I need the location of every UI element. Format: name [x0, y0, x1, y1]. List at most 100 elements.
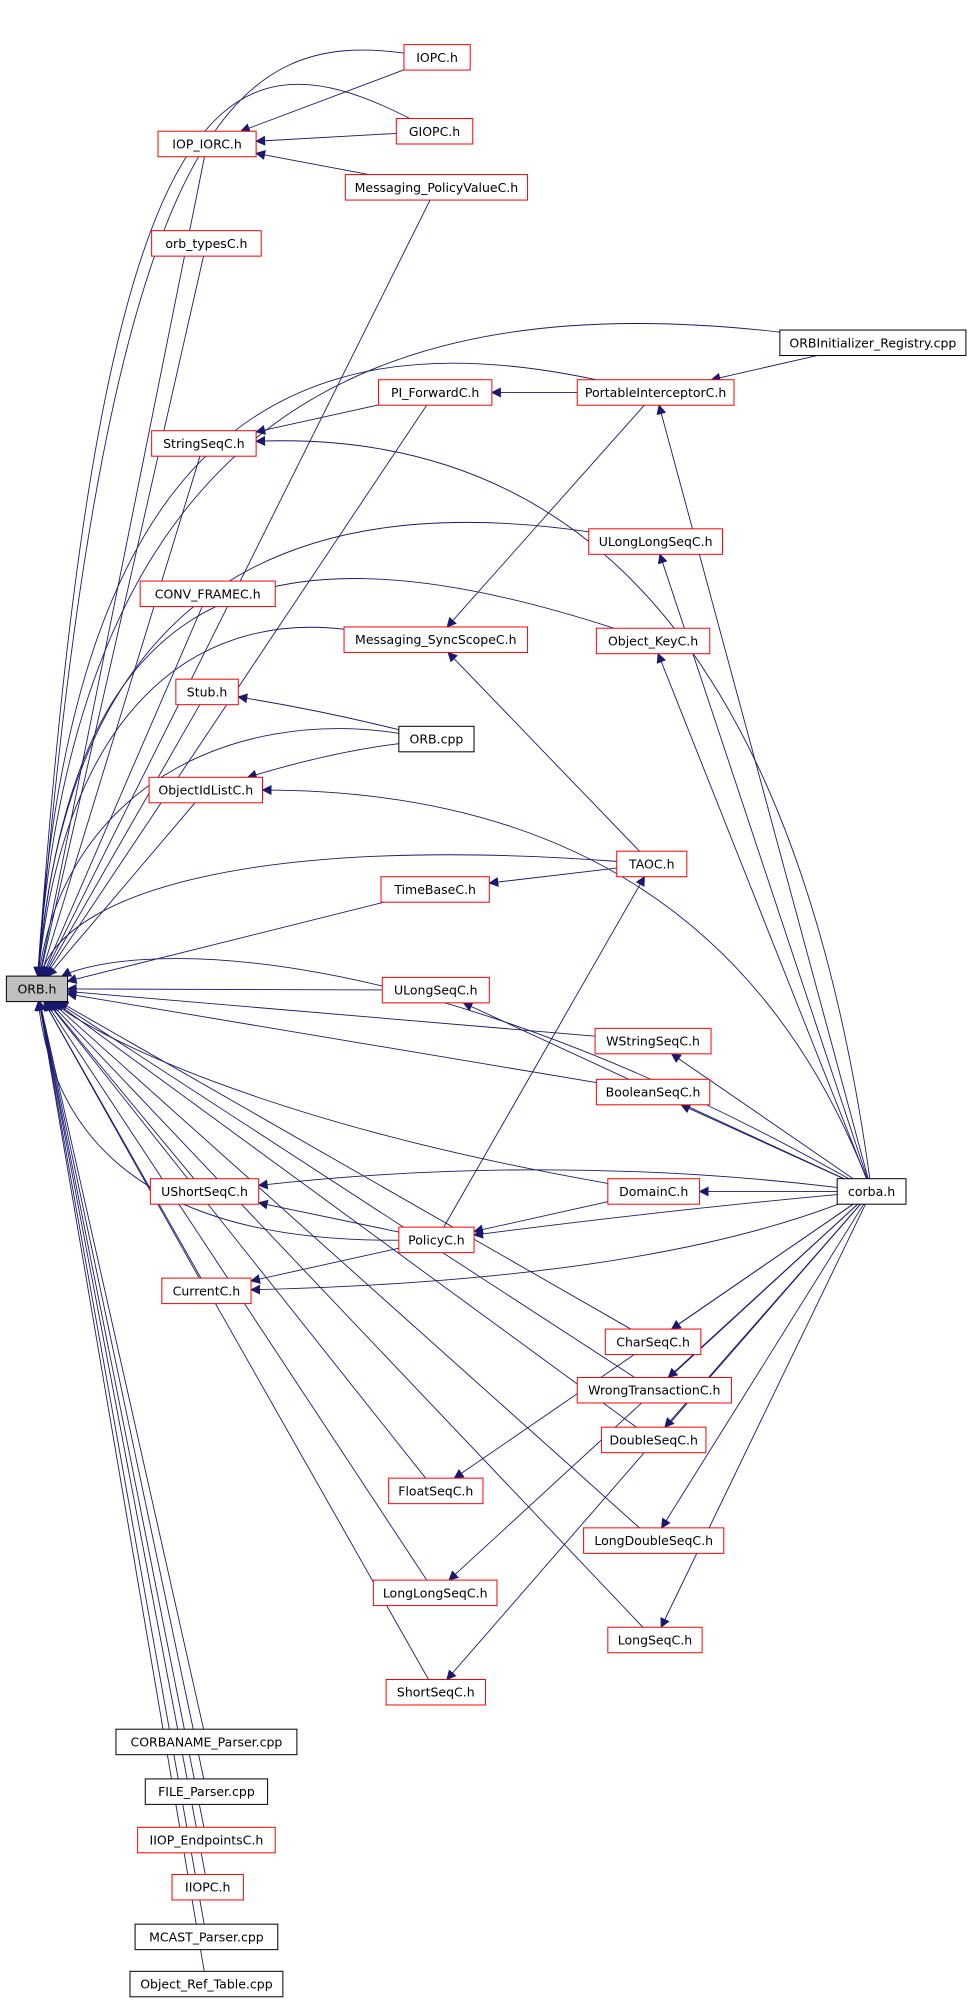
node-label: PI_ForwardC.h — [391, 385, 479, 400]
edge-orb-cpp-to-stub-h — [237, 693, 399, 731]
node-wstringseqc-h[interactable]: WStringSeqC.h — [594, 1027, 712, 1055]
node-iiop-endpointsc-h[interactable]: IIOP_EndpointsC.h — [137, 1826, 276, 1854]
node-longdoubleseqc-h[interactable]: LongDoubleSeqC.h — [583, 1527, 725, 1554]
node-label: DomainC.h — [619, 1184, 688, 1199]
node-longlongseqc-h[interactable]: LongLongSeqC.h — [372, 1579, 498, 1607]
node-conv-framec-h[interactable]: CONV_FRAMEC.h — [139, 580, 276, 608]
edge-shortseqc-h-to-orb-h — [43, 1000, 429, 1680]
node-objectidlistc-h[interactable]: ObjectIdListC.h — [148, 776, 264, 804]
node-timebasec-h[interactable]: TimeBaseC.h — [380, 876, 490, 903]
node-label: CurrentC.h — [173, 1283, 241, 1298]
node-iiopc-h[interactable]: IIOPC.h — [171, 1873, 244, 1901]
node-box — [129, 1970, 284, 1998]
node-label: PortableInterceptorC.h — [585, 385, 726, 400]
node-pi-forwardc-h[interactable]: PI_ForwardC.h — [377, 379, 493, 406]
node-orb-typesc-h[interactable]: orb_typesC.h — [151, 230, 262, 257]
node-file-parser-cpp[interactable]: FILE_Parser.cpp — [144, 1778, 269, 1805]
node-currentc-h[interactable]: CurrentC.h — [161, 1277, 252, 1305]
node-taoc-h[interactable]: TAOC.h — [616, 850, 688, 878]
edge-orb-typesc-h-to-orb-h — [36, 256, 204, 978]
edge-pi-forwardc-h-to-stringseqc-h — [255, 404, 379, 435]
node-box — [171, 1873, 244, 1901]
edge-iopc-h-to-orb-h — [33, 49, 405, 978]
node-doubleseqc-h[interactable]: DoubleSeqC.h — [600, 1426, 707, 1454]
node-box — [836, 1178, 907, 1205]
node-messaging-policyvaluec-h[interactable]: Messaging_PolicyValueC.h — [344, 174, 529, 201]
node-box — [403, 44, 471, 71]
edge-giopc-h-to-orb-h — [33, 84, 410, 978]
node-label: CharSeqC.h — [616, 1334, 690, 1349]
node-iop-iorc-h[interactable]: IOP_IORC.h — [157, 130, 257, 158]
node-policyc-h[interactable]: PolicyC.h — [398, 1226, 475, 1254]
node-ulongseqc-h[interactable]: ULongSeqC.h — [381, 976, 490, 1004]
node-ushortseqc-h[interactable]: UShortSeqC.h — [149, 1178, 260, 1205]
node-label: Messaging_SyncScopeC.h — [355, 632, 517, 647]
node-label: ULongLongSeqC.h — [599, 534, 713, 549]
node-orb-h[interactable]: ORB.h — [5, 975, 69, 1003]
node-label: ORB.h — [17, 981, 56, 996]
node-orb-cpp[interactable]: ORB.cpp — [398, 725, 475, 753]
node-box — [595, 627, 711, 655]
node-floatseqc-h[interactable]: FloatSeqC.h — [388, 1477, 484, 1505]
edge-policyc-h-to-ushortseqc-h — [257, 1199, 399, 1233]
edge-orbinitializer-registry-cpp-to-orb-h — [33, 323, 780, 978]
edge-corba-h-to-ushortseqc-h — [257, 1169, 838, 1190]
node-box — [343, 626, 529, 653]
node-charseqc-h[interactable]: CharSeqC.h — [604, 1328, 702, 1356]
edge-booleanseqc-h-to-orb-h — [66, 990, 597, 1084]
edge-wstringseqc-h-to-orb-h — [66, 987, 596, 1037]
node-longseqc-h[interactable]: LongSeqC.h — [607, 1626, 703, 1654]
node-label: PolicyC.h — [408, 1232, 465, 1247]
edge-orb-cpp-to-objectidlistc-h — [246, 743, 399, 780]
node-object-ref-table-cpp[interactable]: Object_Ref_Table.cpp — [129, 1970, 284, 1998]
edge-corba-h-to-object-keyc-h — [656, 652, 867, 1179]
node-domainc-h[interactable]: DomainC.h — [607, 1178, 701, 1205]
node-mcast-parser-cpp[interactable]: MCAST_Parser.cpp — [134, 1923, 279, 1951]
edge-charseqc-h-to-orb-h — [58, 1001, 632, 1330]
node-box — [151, 230, 262, 257]
node-label: Object_KeyC.h — [608, 633, 698, 648]
node-stub-h[interactable]: Stub.h — [175, 678, 239, 706]
edge-taoc-h-to-messaging-syncscopec-h — [447, 651, 640, 852]
node-box — [149, 1178, 260, 1205]
node-giopc-h[interactable]: GIOPC.h — [395, 118, 474, 145]
node-box — [175, 678, 239, 706]
edge-taoc-h-to-timebasec-h — [488, 867, 617, 887]
node-iopc-h[interactable]: IOPC.h — [403, 44, 471, 71]
edge-floatseqc-h-to-orb-h — [46, 1000, 427, 1479]
node-portableinterceptorc-h[interactable]: PortableInterceptorC.h — [576, 379, 735, 406]
node-corba-h[interactable]: corba.h — [836, 1178, 907, 1205]
node-messaging-syncscopec-h[interactable]: Messaging_SyncScopeC.h — [343, 626, 529, 653]
node-object-keyc-h[interactable]: Object_KeyC.h — [595, 627, 711, 655]
node-box — [398, 1226, 475, 1254]
node-box — [161, 1277, 252, 1305]
node-booleanseqc-h[interactable]: BooleanSeqC.h — [595, 1078, 711, 1106]
node-box — [604, 1328, 702, 1356]
edge-longdoubleseqc-h-to-orb-h — [50, 1000, 640, 1529]
node-corbaname-parser-cpp[interactable]: CORBANAME_Parser.cpp — [115, 1728, 298, 1756]
node-label: StringSeqC.h — [163, 436, 245, 451]
node-orbinitializer-registry-cpp[interactable]: ORBInitializer_Registry.cpp — [779, 329, 967, 357]
node-label: ObjectIdListC.h — [158, 783, 253, 798]
node-wrongtransactionc-h[interactable]: WrongTransactionC.h — [576, 1376, 732, 1404]
node-box — [151, 430, 257, 457]
node-label: CORBANAME_Parser.cpp — [130, 1734, 282, 1749]
edge-messaging-syncscopec-h-to-orb-h — [34, 626, 345, 978]
edge-object-keyc-h-to-orb-h — [33, 578, 614, 978]
node-box — [594, 1027, 712, 1055]
node-label: Stub.h — [187, 684, 228, 699]
node-ulonglongseqc-h[interactable]: ULongLongSeqC.h — [588, 528, 724, 555]
node-shortseqc-h[interactable]: ShortSeqC.h — [385, 1678, 486, 1706]
edge-doubleseqc-h-to-orb-h — [53, 1000, 637, 1428]
node-box — [595, 1078, 711, 1106]
node-label: CONV_FRAMEC.h — [155, 586, 261, 601]
edge-iopc-h-to-iop-iorc-h — [239, 69, 405, 133]
node-box — [607, 1626, 703, 1654]
edge-orb-cpp-to-orb-h — [34, 728, 399, 978]
node-label: LongLongSeqC.h — [383, 1585, 488, 1600]
edge-corba-h-to-currentc-h — [250, 1203, 839, 1295]
node-label: MCAST_Parser.cpp — [149, 1929, 264, 1944]
node-stringseqc-h[interactable]: StringSeqC.h — [151, 430, 257, 457]
edge-giopc-h-to-iop-iorc-h — [255, 132, 397, 146]
edge-messaging-policyvaluec-h-to-iop-iorc-h — [255, 150, 370, 176]
